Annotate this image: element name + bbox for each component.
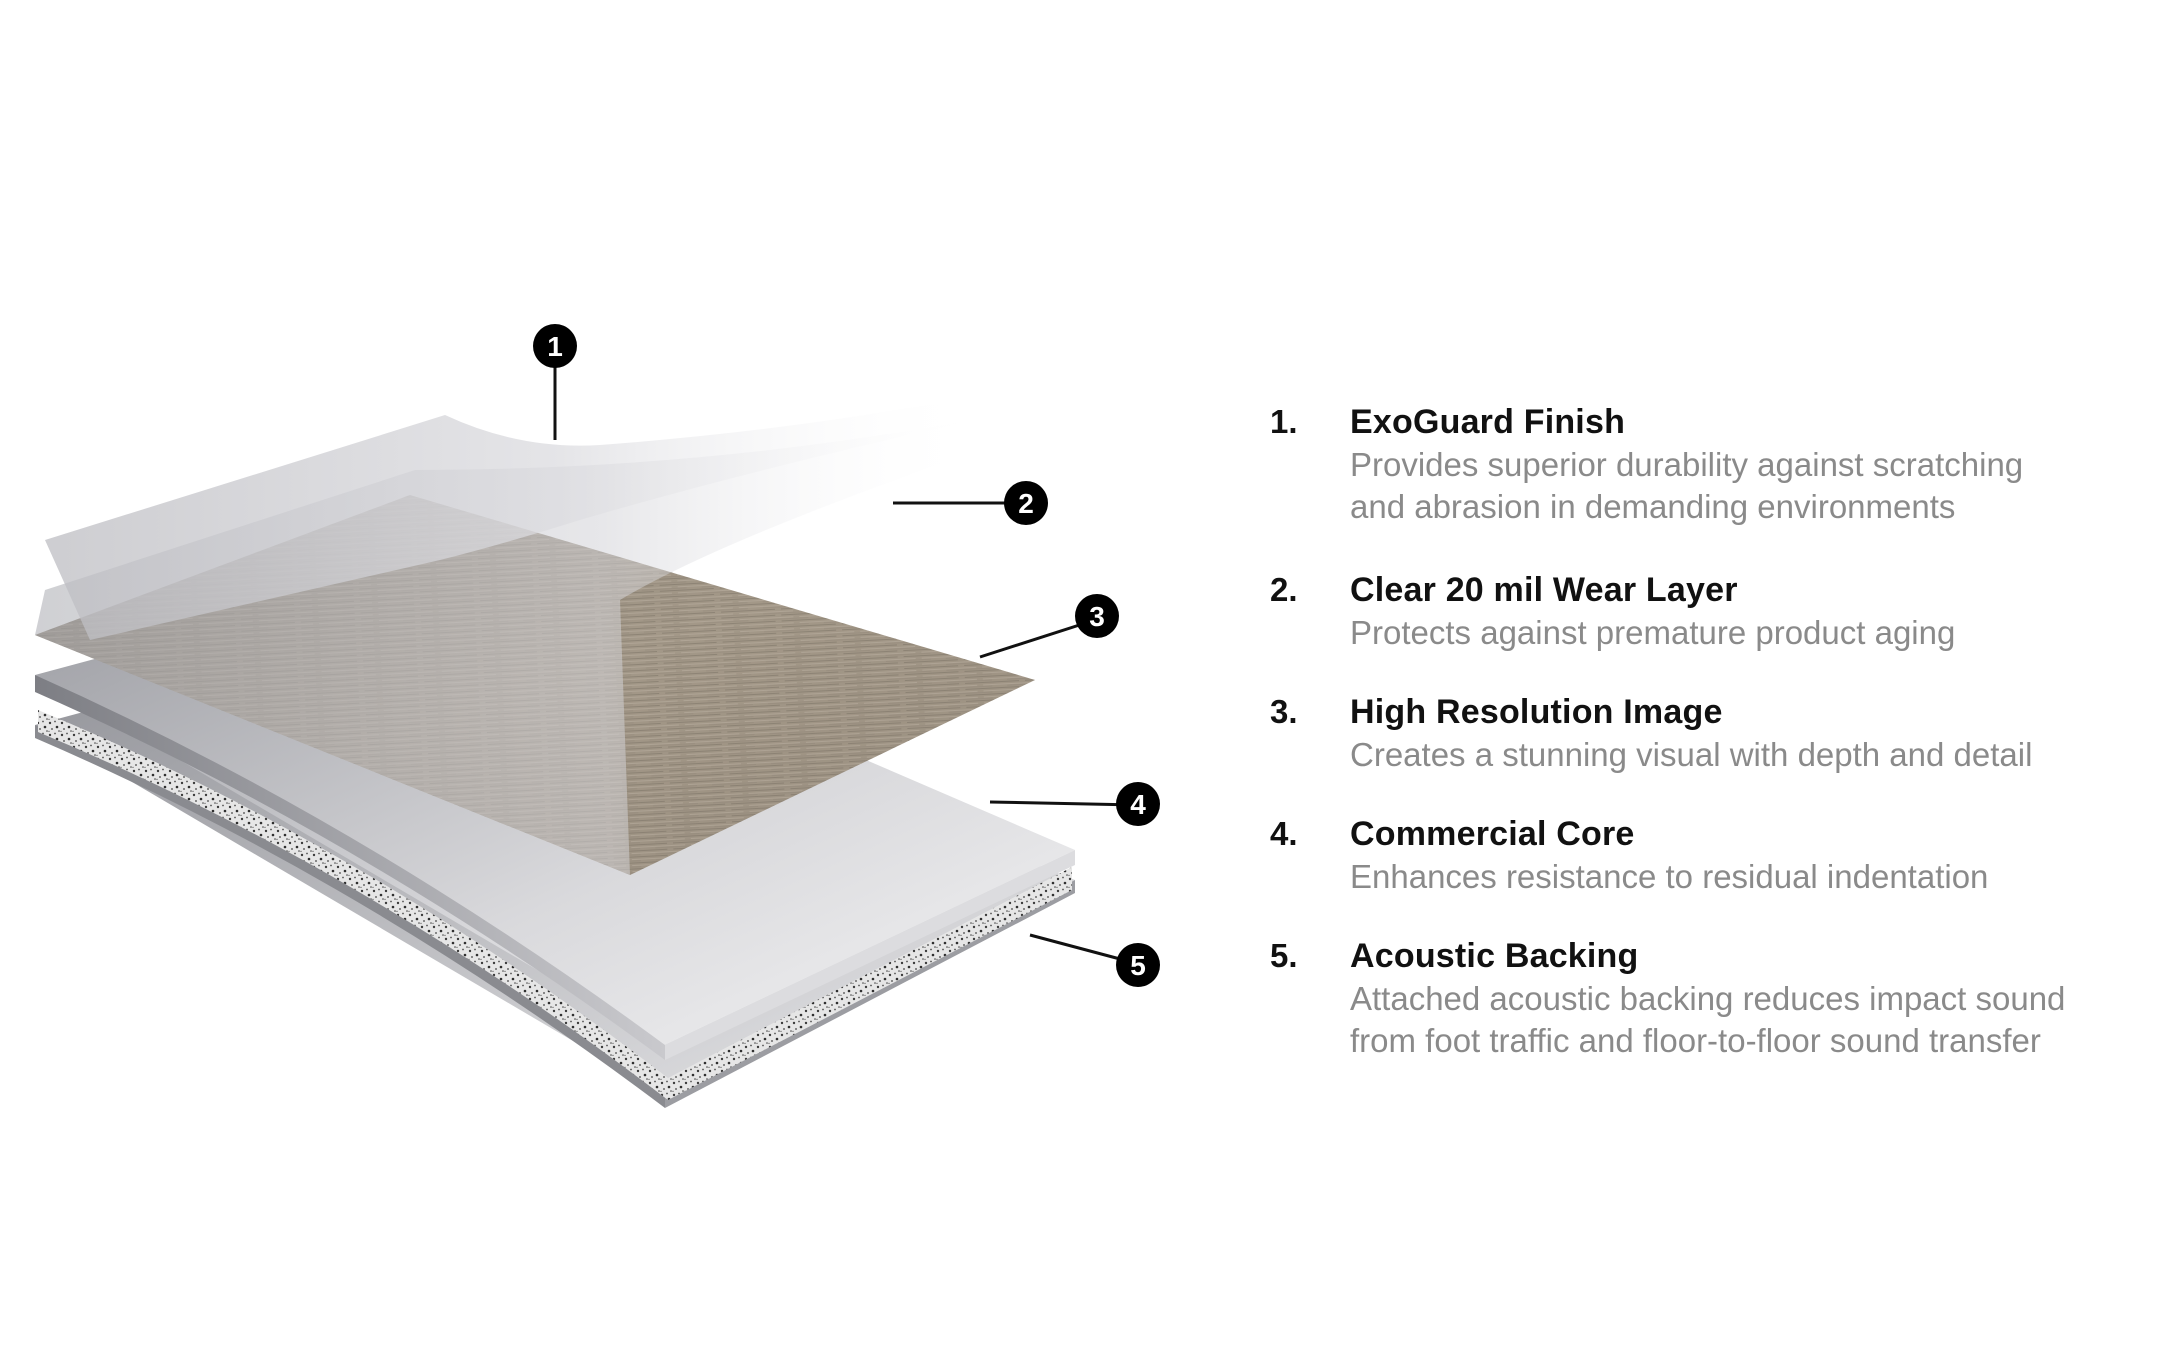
legend-description: Provides superior durability against scr… — [1350, 446, 2024, 525]
legend-number: 3. — [1270, 693, 1298, 730]
callout-1: 1 — [533, 324, 577, 368]
legend-title: Acoustic Backing — [1350, 937, 1639, 975]
legend-description: Attached acoustic backing reduces impact… — [1350, 980, 2066, 1059]
callout-2: 2 — [1004, 481, 1048, 525]
acoustic-foam-edge — [38, 710, 1072, 1100]
callout-4-label: 4 — [1130, 789, 1146, 820]
legend-item-exoguard-finish: 1. ExoGuard Finish Provides superior dur… — [1270, 400, 2150, 528]
callout-3: 3 — [1075, 594, 1119, 638]
callout-2-label: 2 — [1018, 488, 1034, 519]
legend-number: 2. — [1270, 571, 1298, 608]
legend-item-wear-layer: 2. Clear 20 mil Wear Layer Protects agai… — [1270, 568, 2150, 654]
callout-5: 5 — [1116, 943, 1160, 987]
legend-number: 1. — [1270, 403, 1298, 440]
callout-1-label: 1 — [547, 331, 563, 362]
layer-diagram: 1 2 3 4 5 — [35, 324, 1160, 1108]
legend-title: Clear 20 mil Wear Layer — [1350, 571, 1738, 609]
legend-title: ExoGuard Finish — [1350, 403, 1626, 441]
legend-item-high-resolution-image: 3. High Resolution Image Creates a stunn… — [1270, 690, 2150, 776]
finish-layer — [45, 395, 980, 640]
callout-4: 4 — [1116, 782, 1160, 826]
legend-title: Commercial Core — [1350, 815, 1635, 853]
callout-3-label: 3 — [1089, 601, 1105, 632]
legend-description: Enhances resistance to residual indentat… — [1350, 858, 1989, 895]
layer-legend: 1. ExoGuard Finish Provides superior dur… — [1270, 400, 2150, 1062]
legend-description: Protects against premature product aging — [1350, 614, 1956, 651]
legend-title: High Resolution Image — [1350, 693, 1723, 731]
callout-5-label: 5 — [1130, 950, 1146, 981]
legend-description: Creates a stunning visual with depth and… — [1350, 736, 2033, 773]
legend-number: 4. — [1270, 815, 1298, 852]
legend-item-commercial-core: 4. Commercial Core Enhances resistance t… — [1270, 812, 2150, 898]
legend-number: 5. — [1270, 937, 1298, 974]
legend-item-acoustic-backing: 5. Acoustic Backing Attached acoustic ba… — [1270, 934, 2150, 1062]
